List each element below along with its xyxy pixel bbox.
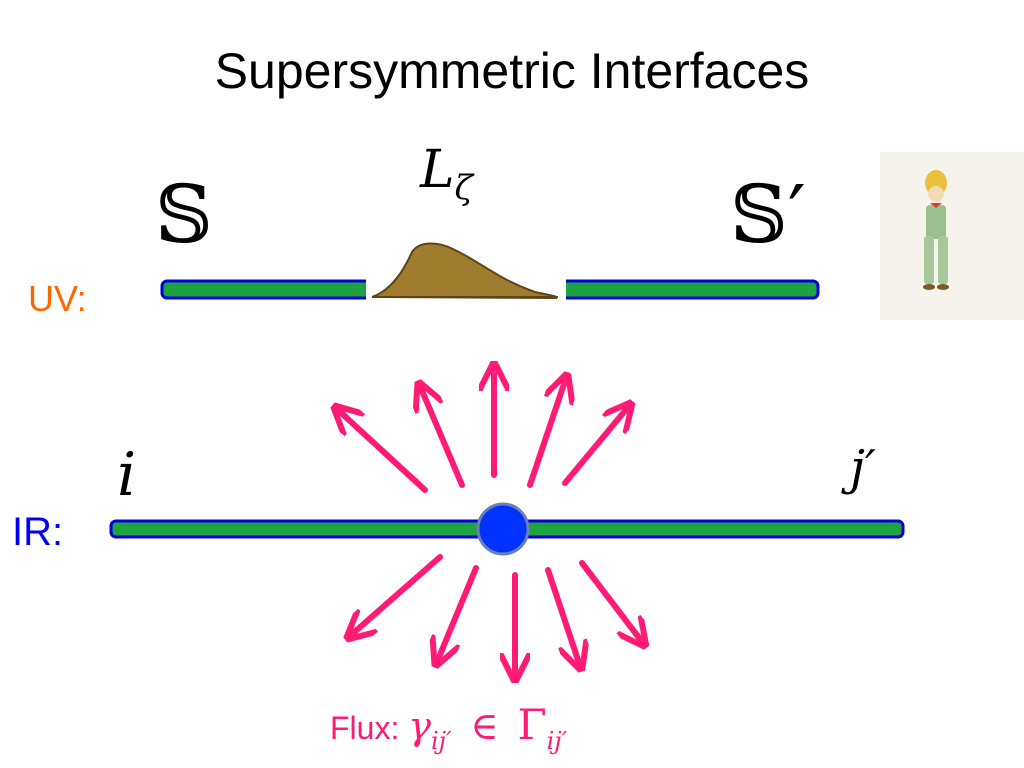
- ir-label: IR:: [12, 510, 64, 554]
- flux-label: Flux:: [330, 710, 400, 746]
- slide-title: Supersymmetric Interfaces: [214, 43, 810, 99]
- flux-arrow: [527, 378, 566, 488]
- gamma-symbol: γ: [408, 704, 431, 748]
- hat-illustration: [366, 238, 566, 310]
- Gamma-subscript: ij′: [546, 727, 568, 755]
- flux-arrow: [350, 554, 443, 636]
- flux-caption: Flux: γij′ ∈ Γij′: [330, 700, 567, 755]
- bps-particle: [476, 502, 530, 556]
- flux-arrow: [437, 565, 479, 662]
- right-vacuum-label: j′: [850, 440, 876, 496]
- flux-arrow: [545, 567, 580, 666]
- interface-subscript: ζ: [454, 168, 473, 208]
- uv-label: UV:: [28, 278, 87, 319]
- right-theory-symbol: 𝕊′: [730, 168, 806, 261]
- gamma-subscript: ij′: [430, 727, 452, 755]
- flux-arrow: [562, 406, 629, 486]
- flux-arrow: [420, 386, 465, 488]
- little-prince-illustration: [880, 152, 1024, 320]
- flux-arrows: [337, 367, 643, 677]
- member-of-symbol: ∈: [470, 704, 499, 748]
- flux-arrow: [579, 560, 643, 643]
- left-theory-symbol: 𝕊: [155, 168, 213, 261]
- flux-arrow: [337, 409, 428, 493]
- Gamma-symbol: Γ: [517, 700, 547, 749]
- left-vacuum-label: i: [117, 440, 137, 510]
- interface-letter: L: [420, 140, 455, 200]
- interface-symbol: Lζ: [420, 140, 473, 208]
